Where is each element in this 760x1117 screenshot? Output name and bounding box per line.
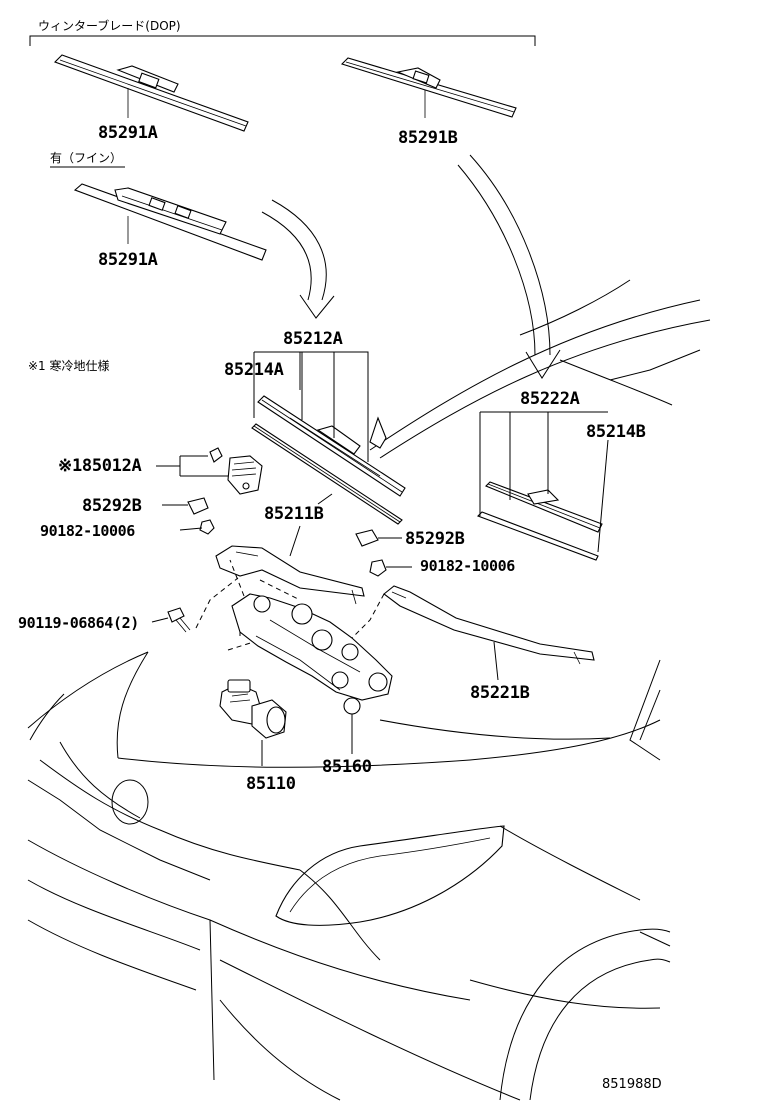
label-85222A: 85222A [520, 389, 580, 409]
part-85012A [209, 447, 263, 495]
wiper-arm-85221B [383, 585, 595, 681]
leader-85012A [156, 455, 228, 477]
fin-blade-85291A [73, 183, 267, 261]
label-85291B: 85291B [398, 128, 458, 148]
blade-85222A [485, 481, 603, 533]
bolt-90119 [151, 607, 191, 633]
label-85291A-fin: 85291A [98, 250, 158, 270]
option-bracket [29, 35, 536, 46]
label-90182-right: 90182-10006 [420, 557, 515, 575]
leaders-85212A [253, 351, 369, 462]
label-85292B-right: 85292B [405, 529, 465, 549]
wiper-arm-85211B [215, 545, 365, 605]
label-85211B: 85211B [264, 504, 324, 524]
label-90182-left: 90182-10006 [40, 522, 135, 540]
nut-90182-right [369, 559, 412, 577]
windshield-outline [369, 279, 711, 459]
fin-label: 有（フイン） [50, 151, 122, 165]
winter-blade-85291A [54, 54, 249, 132]
label-85291A-top: 85291A [98, 123, 158, 143]
option-label: ウィンターブレード(DOP) [38, 18, 181, 33]
cold-spec-note: ※1 寒冷地仕様 [28, 358, 110, 373]
arrow-to-85222A [457, 154, 561, 379]
label-85214B: 85214B [586, 422, 646, 442]
leader-85211B-b [289, 525, 301, 557]
label-85110: 85110 [246, 774, 296, 794]
label-85160: 85160 [322, 757, 372, 777]
leaders-85222A [479, 411, 609, 553]
refill-85214A [251, 423, 403, 525]
figure-code: 851988D [602, 1077, 662, 1092]
label-85221B: 85221B [470, 683, 530, 703]
label-85012A: ※185012A [58, 456, 142, 476]
label-85292B-left: 85292B [82, 496, 142, 516]
label-90119: 90119-06864(2) [18, 614, 139, 632]
winter-blade-85291B [340, 57, 517, 118]
blade-85212A [257, 395, 406, 497]
nut-90182-left [179, 519, 215, 535]
wiper-motor-85110 [219, 679, 287, 766]
wiper-linkage-85160 [231, 593, 393, 754]
car-body-outline [27, 651, 671, 1101]
label-85214A: 85214A [224, 360, 284, 380]
label-85212A: 85212A [283, 329, 343, 349]
refill-85214B [477, 511, 599, 561]
cap-85292B-left [162, 497, 209, 515]
cap-85292B-right [355, 529, 402, 547]
leader-85211B-a [317, 493, 333, 505]
arrow-to-85212A [261, 199, 335, 319]
